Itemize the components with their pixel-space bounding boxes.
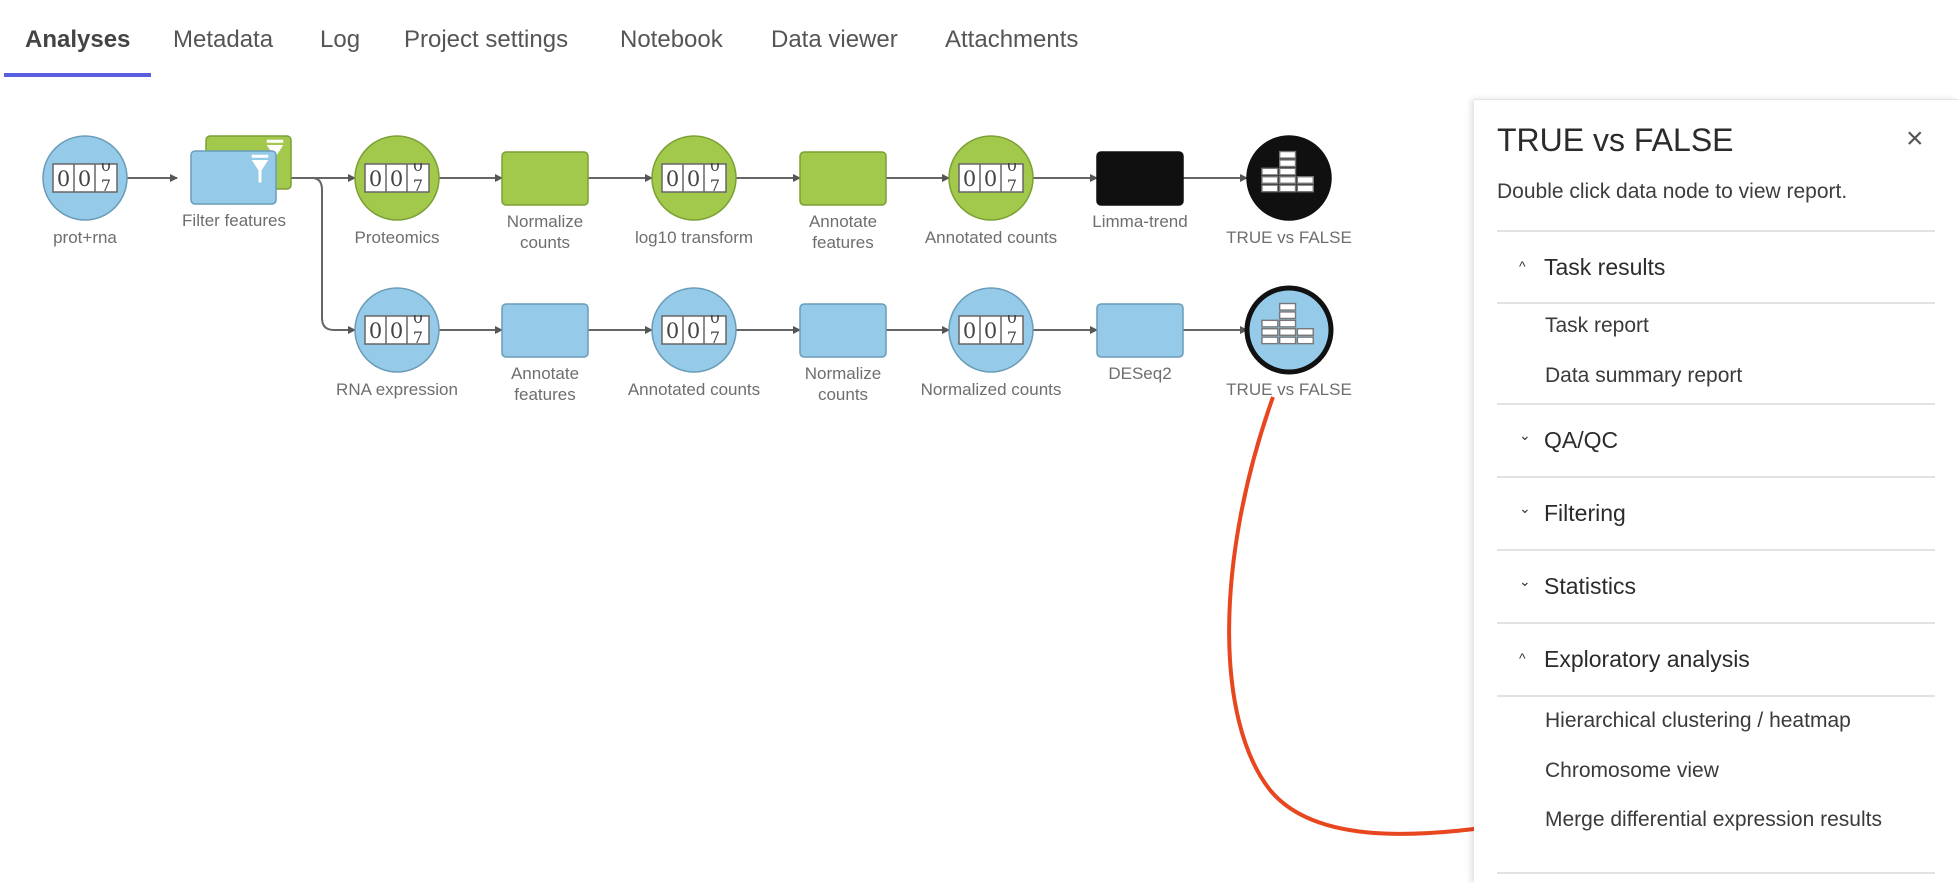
node-label: Limma-trend	[1092, 212, 1188, 231]
node-norm1[interactable]	[501, 151, 589, 206]
section-header-filtering[interactable]: ⌄ Filtering	[1497, 478, 1935, 550]
task-node-rect[interactable]	[501, 303, 589, 358]
node-label: TRUE vs FALSE	[1226, 380, 1352, 399]
menu-item-hierarchical-clustering[interactable]: Hierarchical clustering / heatmap	[1545, 709, 1851, 732]
menu-item-data-summary-report[interactable]: Data summary report	[1545, 364, 1743, 387]
section-task-results-items: Task report Data summary report	[1497, 302, 1935, 387]
node-norm2[interactable]	[799, 303, 887, 358]
node-label: Annotate features	[808, 212, 878, 252]
node-annotated2[interactable]	[651, 287, 737, 373]
tab-notebook[interactable]: Notebook	[620, 26, 723, 53]
node-normalized2[interactable]	[948, 287, 1034, 373]
tab-data-viewer[interactable]: Data viewer	[771, 26, 898, 53]
node-label: prot+rna	[53, 228, 117, 247]
section-exploratory-analysis: ^ Exploratory analysis	[1497, 622, 1935, 672]
section-label: Statistics	[1544, 573, 1637, 599]
node-label: Normalized counts	[920, 380, 1062, 399]
section-statistics: ⌄ Statistics	[1497, 549, 1935, 599]
section-header-qa-qc[interactable]: ⌄ QA/QC	[1497, 405, 1935, 477]
chevron-down-icon: ⌄	[1519, 427, 1531, 443]
node-limma[interactable]	[1096, 151, 1184, 206]
node-label: RNA expression	[336, 380, 458, 399]
node-label: Normalize counts	[804, 364, 882, 404]
menu-item-merge-de-results[interactable]: Merge differential expression results	[1545, 808, 1882, 831]
menu-item-task-report[interactable]: Task report	[1545, 314, 1649, 337]
tab-attachments[interactable]: Attachments	[945, 26, 1079, 53]
node-annotated1[interactable]	[948, 135, 1034, 221]
task-node-rect[interactable]	[799, 151, 887, 206]
chevron-down-icon: ⌄	[1519, 500, 1531, 516]
node-filter[interactable]	[190, 135, 292, 205]
task-node-rect[interactable]	[799, 303, 887, 358]
tab-log[interactable]: Log	[320, 26, 361, 53]
edge-filter-rna	[291, 177, 356, 334]
active-tab-indicator	[4, 73, 151, 77]
panel-title: TRUE vs FALSE	[1497, 122, 1734, 158]
section-label: QA/QC	[1544, 427, 1619, 453]
node-tvf1[interactable]	[1246, 135, 1332, 221]
tab-metadata[interactable]: Metadata	[173, 26, 274, 53]
panel-subtitle: Double click data node to view report.	[1497, 180, 1848, 203]
node-deseq2[interactable]	[1096, 303, 1184, 358]
node-label: Filter features	[182, 211, 286, 230]
section-filtering: ⌄ Filtering	[1497, 476, 1935, 526]
node-label: log10 transform	[634, 228, 754, 247]
annotation-arrow	[1227, 396, 1537, 838]
node-label: Annotate features	[510, 364, 580, 404]
task-node-front[interactable]	[190, 150, 277, 205]
task-node-rect[interactable]	[1096, 303, 1184, 358]
menu-item-chromosome-view[interactable]: Chromosome view	[1545, 759, 1719, 782]
section-task-results: ^ Task results	[1497, 230, 1935, 280]
close-icon[interactable]: ×	[1906, 122, 1924, 155]
section-exploratory-items: Hierarchical clustering / heatmap Chromo…	[1497, 695, 1935, 874]
task-node-rect[interactable]	[1096, 151, 1184, 206]
section-label: Filtering	[1544, 500, 1626, 526]
section-label: Task results	[1544, 254, 1666, 280]
node-log10[interactable]	[651, 135, 737, 221]
section-header-exploratory-analysis[interactable]: ^ Exploratory analysis	[1497, 624, 1935, 696]
chevron-up-icon: ^	[1519, 650, 1526, 666]
node-annot1[interactable]	[799, 151, 887, 206]
node-prot_rna[interactable]	[42, 135, 128, 221]
section-label: Exploratory analysis	[1544, 646, 1750, 672]
section-header-task-results[interactable]: ^ Task results	[1497, 232, 1935, 304]
chevron-up-icon: ^	[1519, 258, 1526, 274]
node-rna[interactable]	[354, 287, 440, 373]
section-qa-qc: ⌄ QA/QC	[1497, 403, 1935, 453]
node-label: Proteomics	[354, 228, 440, 247]
tab-analyses[interactable]: Analyses	[25, 26, 131, 53]
chevron-down-icon: ⌄	[1519, 573, 1531, 589]
node-label: Annotated counts	[627, 380, 761, 399]
tab-bar: Analyses Metadata Log Project settings N…	[0, 0, 1200, 80]
node-label: Annotated counts	[924, 228, 1058, 247]
node-detail-panel: TRUE vs FALSE × Double click data node t…	[1474, 99, 1958, 883]
node-tvf2[interactable]	[1244, 285, 1334, 375]
node-annot2[interactable]	[501, 303, 589, 358]
node-label: DESeq2	[1108, 364, 1172, 383]
node-label: TRUE vs FALSE	[1226, 228, 1352, 247]
node-label: Normalize counts	[506, 212, 584, 252]
section-header-statistics[interactable]: ⌄ Statistics	[1497, 551, 1935, 623]
tab-project-settings[interactable]: Project settings	[404, 26, 569, 53]
node-proteomics[interactable]	[354, 135, 440, 221]
task-node-rect[interactable]	[501, 151, 589, 206]
